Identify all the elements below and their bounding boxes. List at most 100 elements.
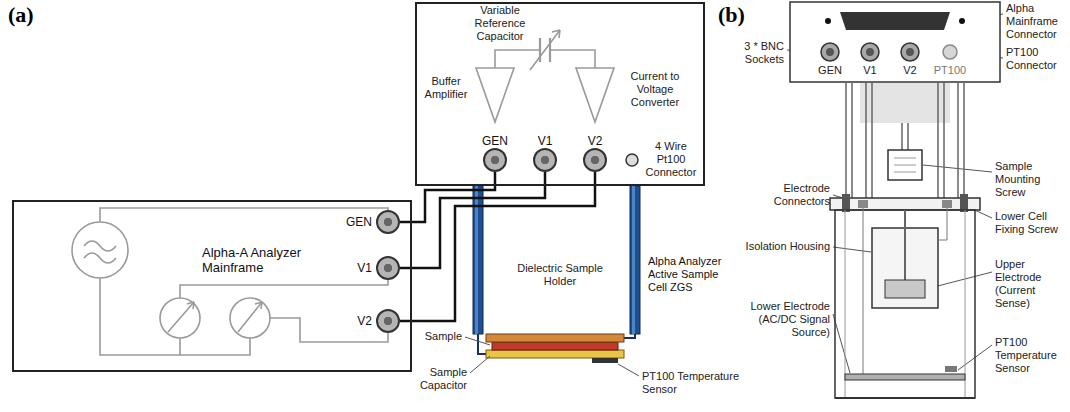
part-label: PT100 Temperature Sensor [995,336,1067,375]
connector-label: Alpha Mainframe Connector [1006,2,1066,41]
cell-assembly [821,43,839,61]
mainframe-circuit [72,222,128,278]
sample-capacitor [592,358,618,363]
cell-assembly [845,374,965,380]
cell-assembly [943,45,957,59]
signal-cable [400,172,545,268]
part-label: Lower Cell Fixing Screw [995,210,1067,236]
sample-capacitor [624,334,635,338]
node-label: Alpha-A Analyzer Mainframe [202,245,302,275]
cell-assembly [830,198,980,210]
cell-assembly [835,397,975,399]
leader-line [465,337,490,345]
mainframe-circuit [72,208,388,355]
mainframe-circuit [187,302,262,309]
sample-capacitor [478,334,635,363]
probe-rod [473,186,640,334]
mainframe-circuit [180,280,388,298]
part-label: Sample Mounting Screw [995,160,1067,199]
part-label: Sample Capacitor [412,366,467,392]
connector-label: 4 Wire Pt100 Connector [643,140,699,179]
sample-capacitor [478,334,486,354]
part-label: Lower Electrode (AC/DC Signal Source) [735,300,830,339]
cell-assembly [825,18,831,24]
bnc-socket: V1 [376,256,400,280]
cell-circuit [476,30,614,122]
cell-circuit [576,68,614,122]
cell-assembly [894,158,916,172]
node-label: V2 [357,314,372,328]
leader-line [470,356,490,373]
sample-capacitor [492,342,618,350]
probe-rod [632,186,635,334]
part-label: Electrode Connectors [735,182,830,208]
signal-cable [400,172,595,321]
part-label: Sample [418,330,462,343]
node-label: Alpha Analyzer Active Sample Cell ZGS [648,255,728,294]
mainframe-circuit [84,241,116,263]
cell-assembly [942,200,952,208]
connector-label: 3 * BNC Sockets [716,40,784,66]
panel-label: (a) [8,2,48,28]
cell-assembly [863,208,947,374]
node-label: V1 [357,261,372,275]
cell-assembly [901,43,919,61]
mainframe-circuit [168,302,262,332]
bnc-socket: V2 [376,309,400,333]
cell-assembly [861,43,879,61]
cell-assembly [904,210,906,280]
node-label: GEN [346,215,372,229]
cell-assembly [846,83,964,198]
probe-rod [630,186,640,334]
cell-assembly [835,210,975,398]
mainframe-circuit [100,208,388,222]
cell-assembly [860,83,950,123]
socket-label: PT100 [932,64,968,77]
cell-assembly [840,12,950,30]
cell-circuit [476,68,514,122]
socket-label: GEN [815,64,845,77]
sample-capacitor [486,350,624,358]
socket-label: V1 [855,64,885,77]
analyzer-mainframe-box: Alpha-A Analyzer Mainframe GEN V1V2 [12,200,412,372]
component-label: Variable Reference Capacitor [465,4,535,43]
probe-rod [475,186,478,334]
connector-label: PT100 Connector [1006,46,1066,72]
cell-assembly [906,48,914,56]
part-label: Dielectric Sample Holder [500,262,620,288]
node-label: V2 [588,134,603,148]
sample-capacitor [486,334,624,342]
cell-assembly [790,2,1000,82]
mainframe-circuit [100,278,250,355]
cell-assembly [826,48,834,56]
cell-assembly [858,200,868,208]
part-label: PT100 Temperature Sensor [642,370,754,396]
part-label: Isolation Housing [735,240,830,253]
cell-circuit [530,30,560,70]
panel-label: (b) [718,2,758,28]
cell-assembly [866,48,874,56]
part-label: Upper Electrode (Current Sense) [995,258,1067,310]
probe-rod [473,186,483,334]
cell-circuit [495,50,595,68]
cell-assembly [888,150,922,180]
leader-line [833,247,871,252]
bnc-socket: V1 [533,148,557,172]
pt100-socket [626,154,638,166]
socket-label: V2 [895,64,925,77]
bnc-socket: GEN [483,148,507,172]
cell-assembly [959,18,965,24]
bnc-socket: V2 [583,148,607,172]
leader-line [618,364,639,376]
cell-assembly [945,366,957,372]
node-label: V1 [538,134,553,148]
pt100-socket [626,154,638,166]
component-label: Buffer Amplifier [420,75,472,101]
component-label: Current to Voltage Converter [620,70,690,109]
node-label: GEN [482,134,508,148]
cell-assembly [902,123,908,150]
bnc-socket: GEN [376,210,400,234]
cell-assembly [885,280,925,298]
